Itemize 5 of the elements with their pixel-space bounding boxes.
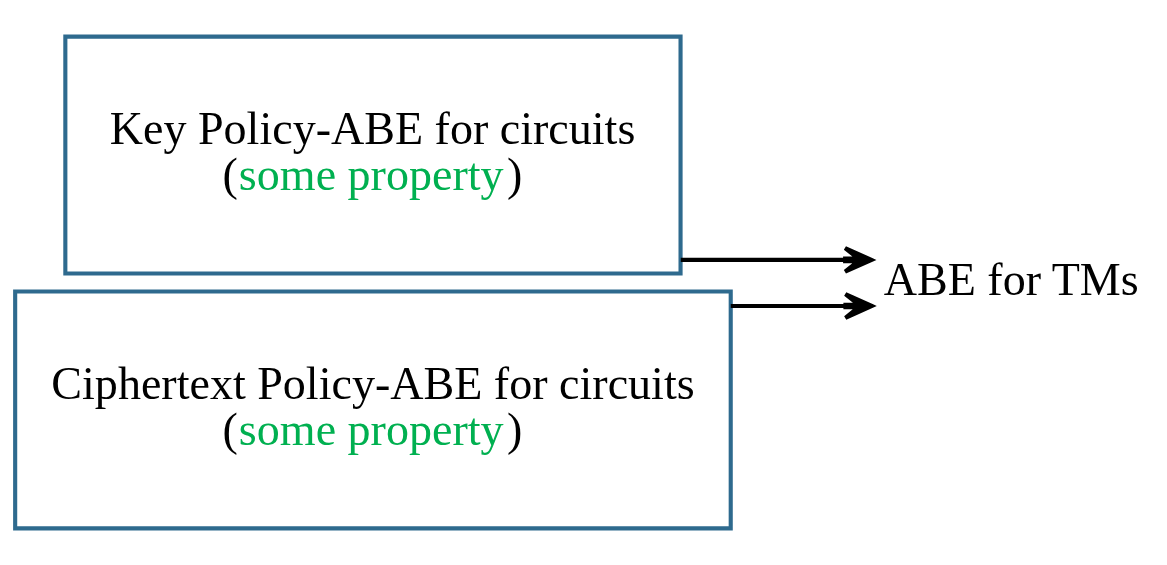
node-box: Key Policy-ABE for circuits (some property) [63, 34, 683, 276]
node-text: ABE for TMs [883, 253, 1139, 305]
arrow [730, 292, 874, 320]
arrow [680, 246, 874, 274]
node-box: Ciphertext Policy-ABE for circuits (some property) [13, 289, 733, 531]
